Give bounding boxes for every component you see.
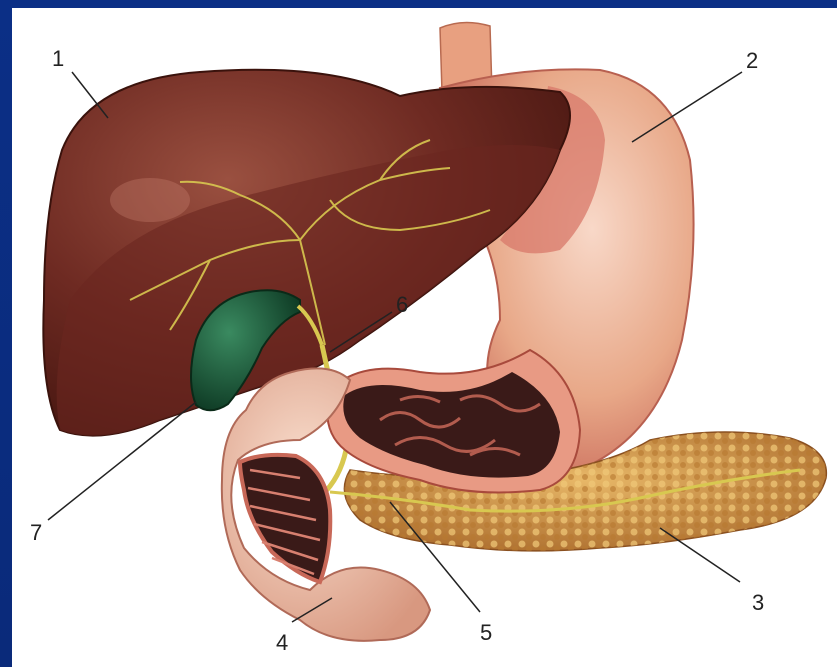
label-7: 7 — [30, 520, 42, 545]
label-3: 3 — [752, 590, 764, 615]
label-4: 4 — [276, 630, 288, 655]
liver-highlight — [110, 178, 190, 222]
label-6: 6 — [396, 292, 408, 317]
label-2: 2 — [746, 48, 758, 73]
label-5: 5 — [480, 620, 492, 645]
label-1: 1 — [52, 46, 64, 71]
